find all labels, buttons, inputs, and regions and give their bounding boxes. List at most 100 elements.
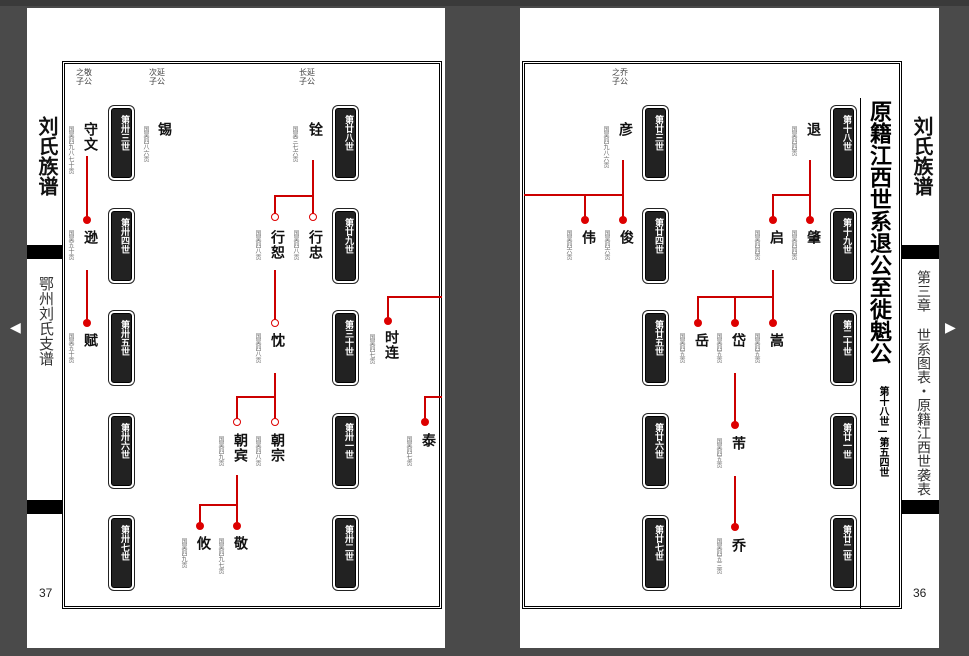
person-note: 国昊三七六贡 [291,126,298,162]
lineage-line [734,373,736,423]
person-note: 国昊四八贡 [254,230,261,260]
generation-box: 第廿五世 [645,313,666,383]
person-name: 芾 [730,436,746,451]
person-note: 国昊四九八七十贡 [67,126,74,174]
generation-box: 第廿四世 [645,211,666,281]
person-note: 国昊四七贡 [405,436,412,466]
person-dot [233,522,241,530]
lineage-line [622,194,624,218]
person-name: 岳 [693,333,709,348]
left-frame [62,61,442,609]
person-name: 嵩 [768,333,784,348]
generation-box: 第十八世 [833,108,854,178]
person-note: 国昊四九七贡 [217,538,224,574]
person-dot [731,523,739,531]
lineage-line [274,270,276,324]
person-dot [271,319,279,327]
person-note: 国昊五十贡 [67,333,74,363]
person-name: 泰 [420,433,436,448]
person-name: 守文 [82,122,98,152]
person-name: 肇 [805,230,821,245]
person-note: 国昊四五三贡 [715,538,722,574]
top-bar [0,0,969,6]
lineage-line [734,296,736,322]
person-dot [581,216,589,224]
lineage-line [809,194,811,218]
lineage-line [524,194,624,196]
person-name: 忱 [269,333,285,348]
person-dot [769,319,777,327]
person-name: 赋 [82,333,98,348]
generation-box: 第廿七世 [645,518,666,588]
person-name: 岱 [730,333,746,348]
generation-box: 第卅六世 [111,416,132,486]
person-name: 逊 [82,230,98,245]
generation-box: 第廿一世 [833,416,854,486]
person-name: 锡 [156,122,172,137]
lineage-line [274,195,314,197]
person-dot [83,216,91,224]
lineage-line [697,296,699,322]
person-dot [731,421,739,429]
person-name: 敬 [232,536,248,551]
person-note: 国昊四四贡 [790,230,797,260]
person-note: 国昊四八贡 [254,333,261,363]
right-frame [522,61,902,609]
generation-box: 第卅一世 [335,416,356,486]
person-note: 国昊四九贡 [217,436,224,466]
page-number: 36 [913,586,927,600]
lineage-line [809,160,811,196]
generation-box: 第卅七世 [111,518,132,588]
header-text: 之乔 子公 [612,68,628,86]
page-left: 刘氏族谱 鄂州刘氏支谱 37 之敬 子公 次延 子公 长延 子公 第卅三世 第卅… [27,8,445,648]
person-note: 国昊四五贡 [715,333,722,363]
prev-page-icon[interactable]: ◀ [10,320,21,336]
side-subtitle: 鄂州刘氏支谱 [37,276,55,366]
person-dot [233,418,241,426]
person-dot [83,319,91,327]
lineage-line [274,373,276,397]
band-bottom [27,500,62,514]
person-note: 国昊五十贡 [67,230,74,260]
generation-box: 第廿九世 [335,211,356,281]
person-dot [769,216,777,224]
person-dot [619,216,627,224]
person-name: 乔 [730,538,746,553]
lineage-line [236,475,238,505]
person-dot [384,317,392,325]
person-dot [196,522,204,530]
generation-box: 第廿二世 [833,518,854,588]
generation-box: 第廿三世 [645,108,666,178]
person-note: 国昊四八六贡 [142,126,149,162]
lineage-line [274,195,276,217]
generation-box: 第廿六世 [645,416,666,486]
person-name: 攸 [195,536,211,551]
generation-box: 第卅四世 [111,211,132,281]
generation-box: 第卅三世 [111,108,132,178]
person-note: 国昊四六贡 [603,230,610,260]
person-note: 国昊四五贡 [678,333,685,363]
lineage-line [424,396,426,422]
generation-range: 第十八世—第五四世 [877,386,888,477]
generation-box: 第廿八世 [335,108,356,178]
lineage-line [584,194,586,218]
person-name: 时连 [383,330,399,360]
person-note: 国昊四四贡 [753,230,760,260]
band-top [902,245,939,259]
band-bottom [902,500,939,514]
person-note: 国昊四七贡 [368,334,375,364]
page-number: 37 [39,586,53,600]
person-name: 退 [805,122,821,137]
lineage-line [199,504,201,526]
person-name: 朝宗 [269,433,285,463]
left-frame-inner [64,63,440,607]
generation-box: 第卅二世 [335,518,356,588]
lineage-line [312,160,314,196]
generation-box: 第三十世 [335,313,356,383]
person-name: 朝宾 [232,433,248,463]
lineage-line [734,476,736,526]
person-dot [271,213,279,221]
header-text: 之敬 子公 [76,68,92,86]
next-page-icon[interactable]: ▶ [945,320,956,336]
